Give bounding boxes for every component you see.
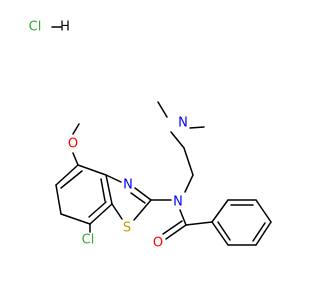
bond-c2-s xyxy=(133,199,152,221)
bond-o-ch3 xyxy=(72,123,80,135)
bond-n-c2-double xyxy=(130,192,146,204)
bond-c-o-double xyxy=(162,220,183,235)
bond-n-c2 xyxy=(134,187,152,201)
bond-ch2-ch2 xyxy=(183,147,194,176)
bond-c6-c7 xyxy=(55,184,62,215)
bond-ph3-ph4 xyxy=(255,199,272,223)
hcl-cl-label: Cl xyxy=(29,20,42,35)
bond-c4-c5 xyxy=(77,164,107,176)
atom-labels: Cl H Cl S N N N O O xyxy=(29,20,188,251)
bond-c8a-c3a-inner xyxy=(100,178,106,202)
bond-c8a-c3a xyxy=(105,174,113,205)
carbonyl-oxygen-label: O xyxy=(153,236,163,251)
bond-nme2-me1 xyxy=(157,101,168,118)
bond-nme2-me2 xyxy=(189,126,205,129)
bond-ph6-ph1 xyxy=(211,221,229,246)
methoxy-oxygen-label: O xyxy=(68,137,78,152)
bond-ch2-nme2 xyxy=(170,131,185,149)
bond-c8-c8a-inner xyxy=(88,201,107,218)
sulfur-label: S xyxy=(123,221,131,236)
structure-drawing: Cl H Cl S N N N O O xyxy=(29,20,272,251)
dimethylamino-nitrogen-label: N xyxy=(178,116,188,131)
bond-c7-c8 xyxy=(60,213,91,225)
bonds xyxy=(51,26,272,246)
bond-ph6-ph1-inner xyxy=(217,221,231,241)
bond-c5-c6 xyxy=(55,164,79,186)
bond-c5-c6-inner xyxy=(60,170,83,189)
bond-cco-ph xyxy=(185,221,213,226)
bond-c3a-n xyxy=(105,174,122,183)
bond-ph4-ph5 xyxy=(255,221,272,246)
bond-ph1-ph2 xyxy=(211,199,229,223)
chloro-label: Cl xyxy=(82,233,95,248)
bond-ph4-ph5-inner xyxy=(252,222,266,242)
bond-c8-c8a xyxy=(89,203,113,225)
thiazole-nitrogen-label: N xyxy=(123,178,133,193)
molecule-canvas: Cl H Cl S N N N O O xyxy=(29,20,272,251)
bond-c-o xyxy=(165,224,187,240)
bond-s-c8a xyxy=(111,203,123,220)
hcl-h-label: H xyxy=(60,20,70,35)
bond-namide-cco xyxy=(179,209,187,226)
amide-nitrogen-label: N xyxy=(173,195,183,210)
bond-c5-o xyxy=(72,152,79,166)
bond-namide-ch2 xyxy=(184,174,194,193)
